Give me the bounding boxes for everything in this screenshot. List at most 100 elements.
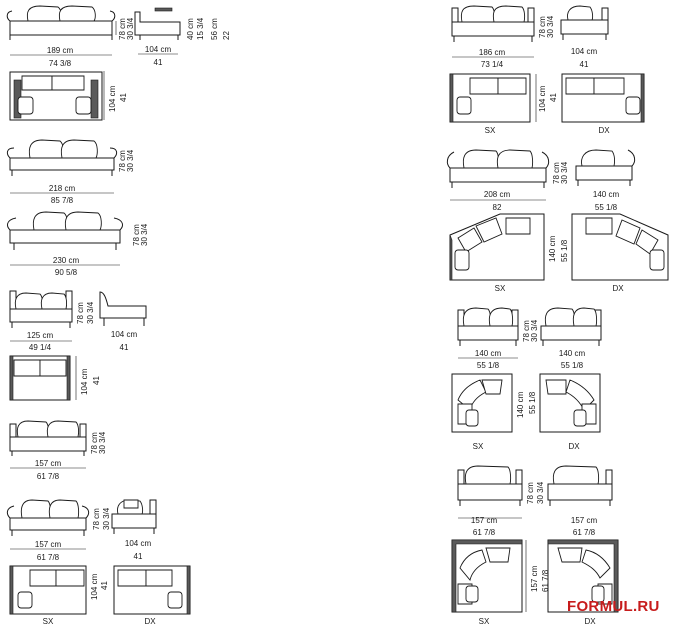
- m4-width-in: 49 1/4: [28, 343, 52, 352]
- r3-dx-label: DX: [568, 442, 580, 451]
- m6-side-depth-in: 41: [133, 552, 143, 561]
- m3-width-cm: 230 cm: [52, 256, 80, 265]
- r2-seat-label: 30 3/4: [560, 161, 569, 184]
- r4-plan-dx: [547, 539, 619, 613]
- m4-plan-depth: 104 cm: [80, 368, 89, 395]
- r3-side-width: 140 cm: [558, 349, 586, 358]
- r1-plan-depth: 104 cm: [538, 85, 547, 112]
- r1-width-cm: 186 cm: [478, 48, 506, 57]
- m1-width-in: 74 3/8: [48, 59, 72, 68]
- r4-seat-label: 30 3/4: [536, 481, 545, 504]
- m1-side-depth: 104 cm: [144, 45, 172, 54]
- r1-seat-label: 30 3/4: [546, 15, 555, 38]
- m6-seat-label: 30 3/4: [102, 507, 111, 530]
- r2-side-width-in: 55 1/8: [594, 203, 618, 212]
- r4-width-cm: 157 cm: [470, 516, 498, 525]
- m1-h1: 40 cm: [186, 18, 195, 40]
- r1-dx-label: DX: [598, 126, 610, 135]
- r1-side-depth: 104 cm: [570, 47, 598, 56]
- r3-width-in: 55 1/8: [476, 361, 500, 370]
- r4-dx-label: DX: [584, 617, 596, 626]
- m6-side-depth: 104 cm: [124, 539, 152, 548]
- m5-width-cm: 157 cm: [34, 459, 62, 468]
- r2-plan-sx: [449, 213, 545, 281]
- r3-plan-dx: [539, 373, 601, 433]
- r2-sx-label: SX: [494, 284, 506, 293]
- m1-side-depth-in: 41: [153, 58, 163, 67]
- r4-side-width-in: 61 7/8: [572, 528, 596, 537]
- r3-side-width-in: 55 1/8: [560, 361, 584, 370]
- r1-width-in: 73 1/4: [480, 60, 504, 69]
- r3-plan-depth-in: 55 1/8: [528, 391, 537, 414]
- m4-depth-label: 78 cm: [76, 302, 85, 324]
- m6-plan-dx: [113, 565, 191, 615]
- r2-width-in: 82: [492, 203, 502, 212]
- r3-sx-label: SX: [472, 442, 484, 451]
- r3-side-view: [540, 307, 602, 346]
- m5-seat-label: 30 3/4: [98, 431, 107, 454]
- m6-plan-depth: 104 cm: [90, 573, 99, 600]
- m1-h4: 22: [222, 31, 231, 40]
- m1-width-cm: 189 cm: [46, 46, 74, 55]
- r4-side-width: 157 cm: [570, 516, 598, 525]
- r4-plan-depth: 157 cm: [530, 565, 539, 592]
- m1-plan-depth: 104 cm: [108, 85, 117, 112]
- r4-plan-sx: [451, 539, 523, 613]
- m2-front-view: [6, 139, 118, 176]
- r1-side-depth-in: 41: [579, 60, 589, 69]
- r3-plan-depth: 140 cm: [516, 391, 525, 418]
- r1-plan-depth-in: 41: [549, 93, 558, 102]
- m3-front-view: [7, 211, 123, 250]
- r3-front-view: [457, 307, 519, 346]
- r4-depth-label: 78 cm: [526, 482, 535, 504]
- m1-side-view: [134, 7, 181, 40]
- r4-plan-depth-in: 61 7/8: [541, 569, 550, 592]
- m5-width-in: 61 7/8: [36, 472, 60, 481]
- m6-dx-label: DX: [144, 617, 156, 626]
- r2-width-cm: 208 cm: [483, 190, 511, 199]
- m5-front-view: [9, 420, 87, 456]
- r2-plan-depth: 140 cm: [548, 235, 557, 262]
- r4-side-view: [547, 465, 613, 506]
- r3-plan-sx: [451, 373, 513, 433]
- m4-plan-view: [9, 355, 71, 401]
- m1-h2: 15 3/4: [196, 17, 205, 40]
- r4-width-in: 61 7/8: [472, 528, 496, 537]
- r2-front-view: [446, 149, 550, 188]
- m1-plan-view: [9, 71, 103, 121]
- r2-plan-dx: [571, 213, 669, 281]
- r3-seat-label: 30 3/4: [530, 319, 539, 342]
- m6-width-in: 61 7/8: [36, 553, 60, 562]
- r4-front-view: [457, 465, 523, 506]
- r2-side-width: 140 cm: [592, 190, 620, 199]
- r1-sx-label: SX: [484, 126, 496, 135]
- r1-front-view: [451, 5, 535, 42]
- m4-front-view: [9, 290, 73, 328]
- m1-plan-depth-in: 41: [119, 93, 128, 102]
- r4-sx-label: SX: [478, 617, 490, 626]
- r1-plan-dx: [561, 73, 645, 123]
- m4-seat-label: 30 3/4: [86, 301, 95, 324]
- m1-seat-label: 30 3/4: [126, 17, 135, 40]
- m6-sx-label: SX: [42, 617, 54, 626]
- m4-plan-depth-in: 41: [92, 376, 101, 385]
- r3-width-cm: 140 cm: [474, 349, 502, 358]
- m6-width-cm: 157 cm: [34, 540, 62, 549]
- m4-side-depth-in: 41: [119, 343, 129, 352]
- m4-side-view: [99, 291, 147, 326]
- m3-width-in: 90 5/8: [54, 268, 78, 277]
- m1-front-view: [6, 5, 117, 40]
- m3-seat-label: 30 3/4: [140, 223, 149, 246]
- dimension-lines: [10, 53, 546, 612]
- m4-width-cm: 125 cm: [26, 331, 54, 340]
- m6-side-view: [111, 499, 157, 534]
- m2-width-in: 85 7/8: [50, 196, 74, 205]
- m6-plan-depth-in: 41: [100, 581, 109, 590]
- r1-plan-sx: [449, 73, 531, 123]
- m4-side-depth: 104 cm: [110, 330, 138, 339]
- m1-h3: 56 cm: [210, 18, 219, 40]
- watermark: FORMUL.RU: [567, 598, 660, 615]
- r2-plan-depth-in: 55 1/8: [560, 239, 569, 262]
